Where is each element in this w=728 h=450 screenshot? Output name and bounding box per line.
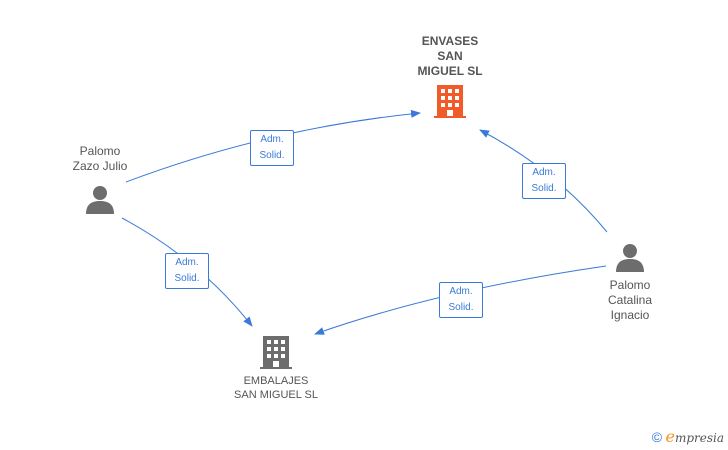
node-label: Palomo Catalina Ignacio [607,278,653,322]
person-icon [86,186,114,214]
node-label: EMBALAJES SAN MIGUEL SL [234,375,318,401]
copyright-icon: © [651,429,663,445]
node-label: Palomo Zazo Julio [72,144,128,173]
node-embalajes-san-miguel[interactable]: EMBALAJES SAN MIGUEL SL [226,334,326,402]
edge-label-zazo-envases[interactable]: Adm. Solid. [250,130,294,166]
node-label: ENVASES SAN MIGUEL SL [417,34,483,78]
node-envases-san-miguel[interactable]: ENVASES SAN MIGUEL SL [400,34,500,119]
empresia-logo: © empresia [651,427,724,446]
node-palomo-catalina-ignacio[interactable]: Palomo Catalina Ignacio [588,242,672,323]
building-icon [260,336,292,369]
person-icon [616,244,644,272]
edge-label-catalina-embalajes[interactable]: Adm. Solid. [439,282,483,318]
node-palomo-zazo-julio[interactable]: Palomo Zazo Julio [58,144,142,214]
building-icon [434,85,466,118]
edge-label-zazo-embalajes[interactable]: Adm. Solid. [165,253,209,289]
edge-label-catalina-envases[interactable]: Adm. Solid. [522,163,566,199]
